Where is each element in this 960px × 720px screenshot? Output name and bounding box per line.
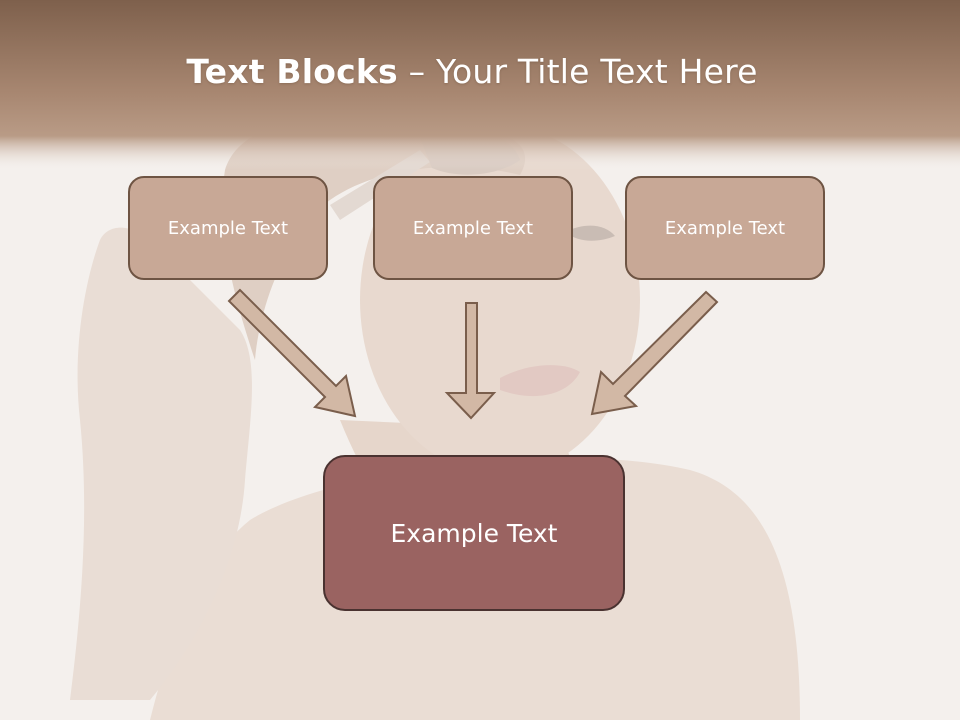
text-block-3-label: Example Text (664, 217, 786, 239)
text-block-1-label: Example Text (167, 217, 289, 239)
title-separator: – (397, 52, 436, 91)
title-bold-part: Text Blocks (186, 52, 398, 91)
title-rest-part: Your Title Text Here (435, 52, 758, 91)
slide-title: Text Blocks – Your Title Text Here (0, 52, 944, 91)
text-block-main[interactable]: Example Text (323, 455, 625, 611)
text-block-2-label: Example Text (412, 217, 534, 239)
text-block-2[interactable]: Example Text (373, 176, 573, 280)
text-block-main-label: Example Text (390, 518, 558, 548)
arrow-right (590, 290, 719, 416)
text-block-3[interactable]: Example Text (625, 176, 825, 280)
header-band (0, 0, 960, 170)
arrow-middle (444, 302, 497, 420)
text-block-1[interactable]: Example Text (128, 176, 328, 280)
arrow-left (227, 288, 357, 418)
